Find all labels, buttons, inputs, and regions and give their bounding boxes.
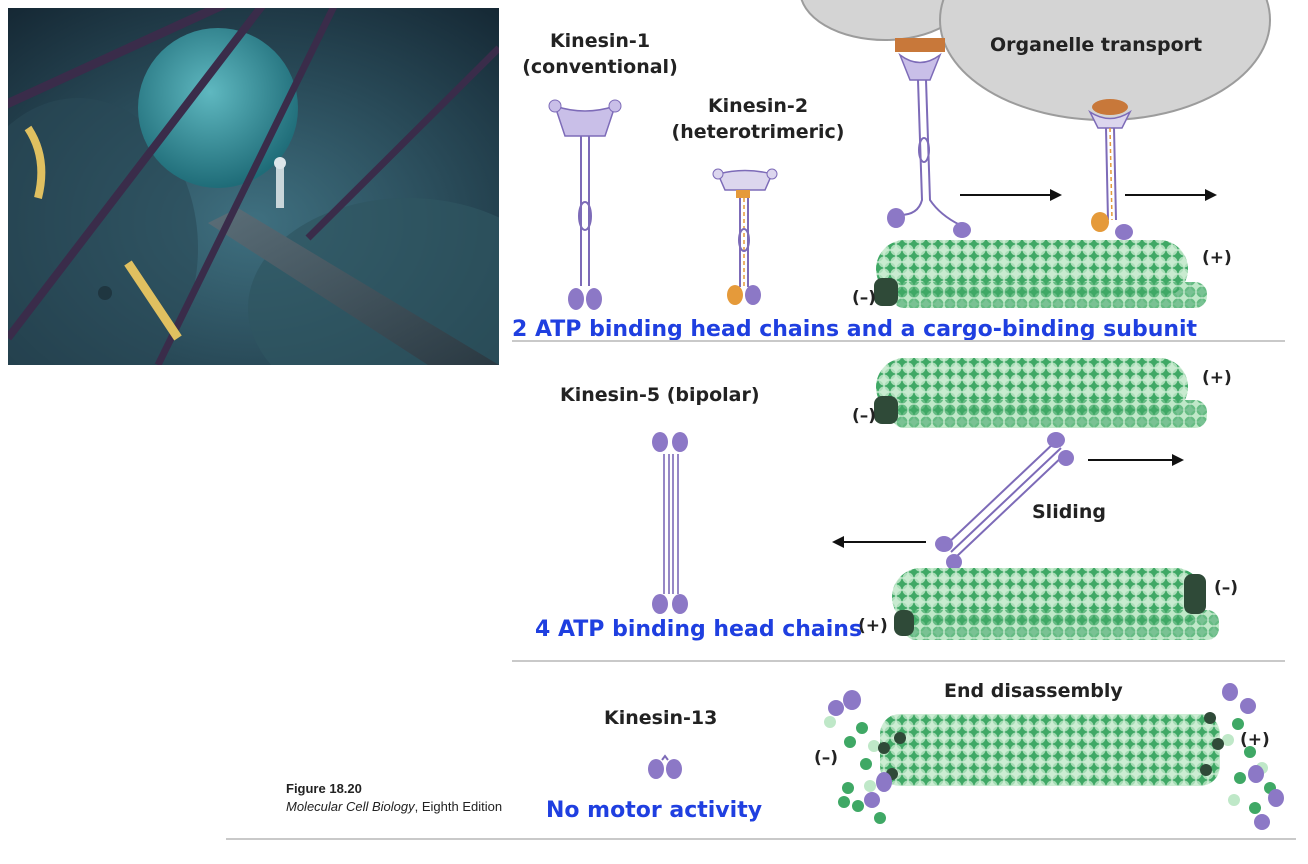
panel1-minus-end: (–) (852, 288, 877, 308)
microtubule-1 (874, 240, 1207, 308)
panel2-bottom-minus-end: (–) (1214, 578, 1239, 598)
kinesin-5-label: Kinesin-5 (bipolar) (560, 384, 760, 406)
book-edition: , Eighth Edition (414, 799, 503, 814)
panel2-annotation: 4 ATP binding head chains (535, 617, 863, 642)
figure-caption: Molecular Cell Biology, Eighth Edition (286, 799, 502, 814)
kinesin-13-label: Kinesin-13 (604, 707, 718, 729)
book-title: Molecular Cell Biology (286, 799, 415, 814)
panel3-minus-end: (–) (814, 748, 839, 768)
kinesin-1-name: Kinesin-1 (549, 30, 651, 52)
kinesin-2-type: (heterotrimeric) (671, 121, 845, 143)
kinesin-1-label: Kinesin-1 (conventional) (512, 28, 688, 80)
panel1-plus-end: (+) (1202, 248, 1232, 268)
panel2-bottom-plus-end: (+) (858, 616, 888, 636)
organelle-transport-diagram (800, 0, 1271, 240)
kinesin-2-label: Kinesin-2 (heterotrimeric) (668, 93, 848, 145)
panel2-top-plus-end: (+) (1202, 368, 1232, 388)
end-disassembly-title: End disassembly (944, 680, 1123, 702)
kinesin-2-molecule (712, 168, 778, 305)
kinesin-1-type: (conventional) (522, 56, 678, 78)
bottom-divider (226, 838, 1296, 840)
figure-number: Figure 18.20 (286, 781, 362, 796)
kinesin-illustration-photo (8, 8, 499, 365)
kinesin-5-molecule (652, 432, 688, 614)
microtubule-2-bottom (892, 568, 1219, 640)
panel1-annotation: 2 ATP binding head chains and a cargo-bi… (512, 317, 1198, 342)
panel3-annotation: No motor activity (546, 798, 763, 823)
kinesin-1-molecule (548, 99, 622, 310)
sliding-title: Sliding (1032, 501, 1106, 523)
divider-2 (512, 660, 1285, 662)
panel2-top-minus-end: (–) (852, 406, 877, 426)
sliding-diagram (832, 432, 1184, 570)
kinesin-13-molecule (648, 754, 682, 779)
microtubule-2-top (874, 358, 1207, 428)
kinesin-2-name: Kinesin-2 (707, 95, 809, 117)
divider-1 (512, 340, 1285, 342)
organelle-transport-title: Organelle transport (990, 34, 1203, 56)
end-disassembly-diagram (824, 683, 1284, 830)
panel3-plus-end: (+) (1240, 730, 1270, 750)
